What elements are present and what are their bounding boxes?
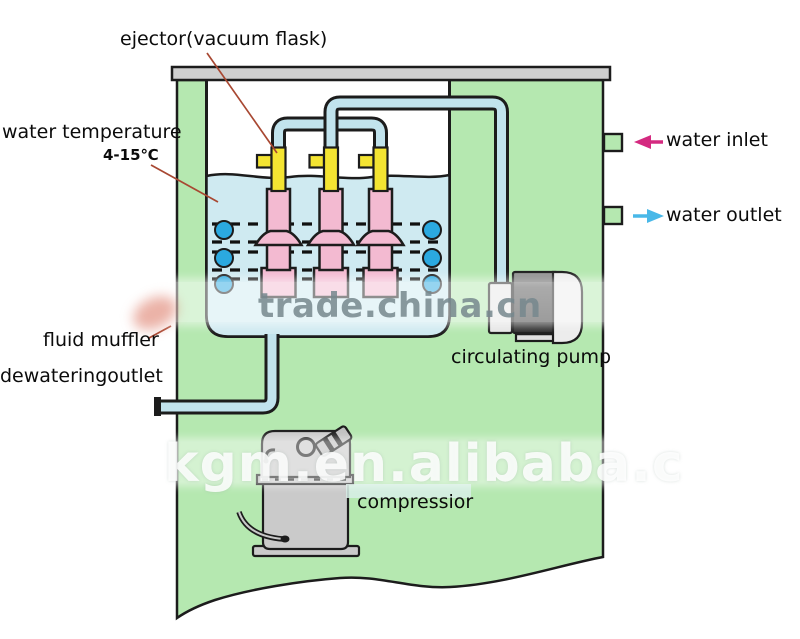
compressor-cap (314, 425, 353, 457)
label-ejector: ejector(vacuum flask) (120, 28, 328, 50)
label-compressor: compressior (357, 491, 474, 513)
pointer-line-temperature (150, 164, 219, 203)
tank-lid (170, 65, 612, 82)
compressor-lower-body (261, 479, 350, 551)
watermark-center-text: trade.china.cn (258, 286, 542, 326)
compressor-port (296, 437, 316, 457)
watermark-bar-bottom (0, 442, 800, 482)
watermark-bottom-text: kgm.en.alibaba.c (164, 434, 684, 494)
compressor-unit (236, 425, 361, 558)
water-outlet-nozzle (602, 205, 624, 226)
label-temperature-range: 4-15℃ (103, 146, 159, 164)
label-water-temperature: water temperature (2, 121, 182, 143)
label-dewatering-outlet: dewateringoutlet (0, 365, 163, 387)
watermark-bar-center (0, 282, 800, 322)
label-highlight-band (346, 484, 471, 498)
pointer-line-muffler (148, 325, 172, 339)
label-water-outlet: water outlet (666, 204, 782, 226)
label-water-inlet: water inlet (666, 129, 768, 151)
compressor-fitting (264, 448, 276, 461)
dewatering-pipe-cap (154, 397, 161, 416)
label-circulating-pump: circulating pump (451, 346, 612, 368)
label-fluid-muffler: fluid muffler (43, 329, 159, 351)
pointer-line-ejector (206, 52, 278, 154)
dewatering-pipe (154, 334, 272, 416)
water-inlet-nozzle (602, 132, 624, 153)
water-outlet-arrow-icon (633, 209, 664, 223)
water-inlet-arrow-icon (634, 135, 663, 149)
